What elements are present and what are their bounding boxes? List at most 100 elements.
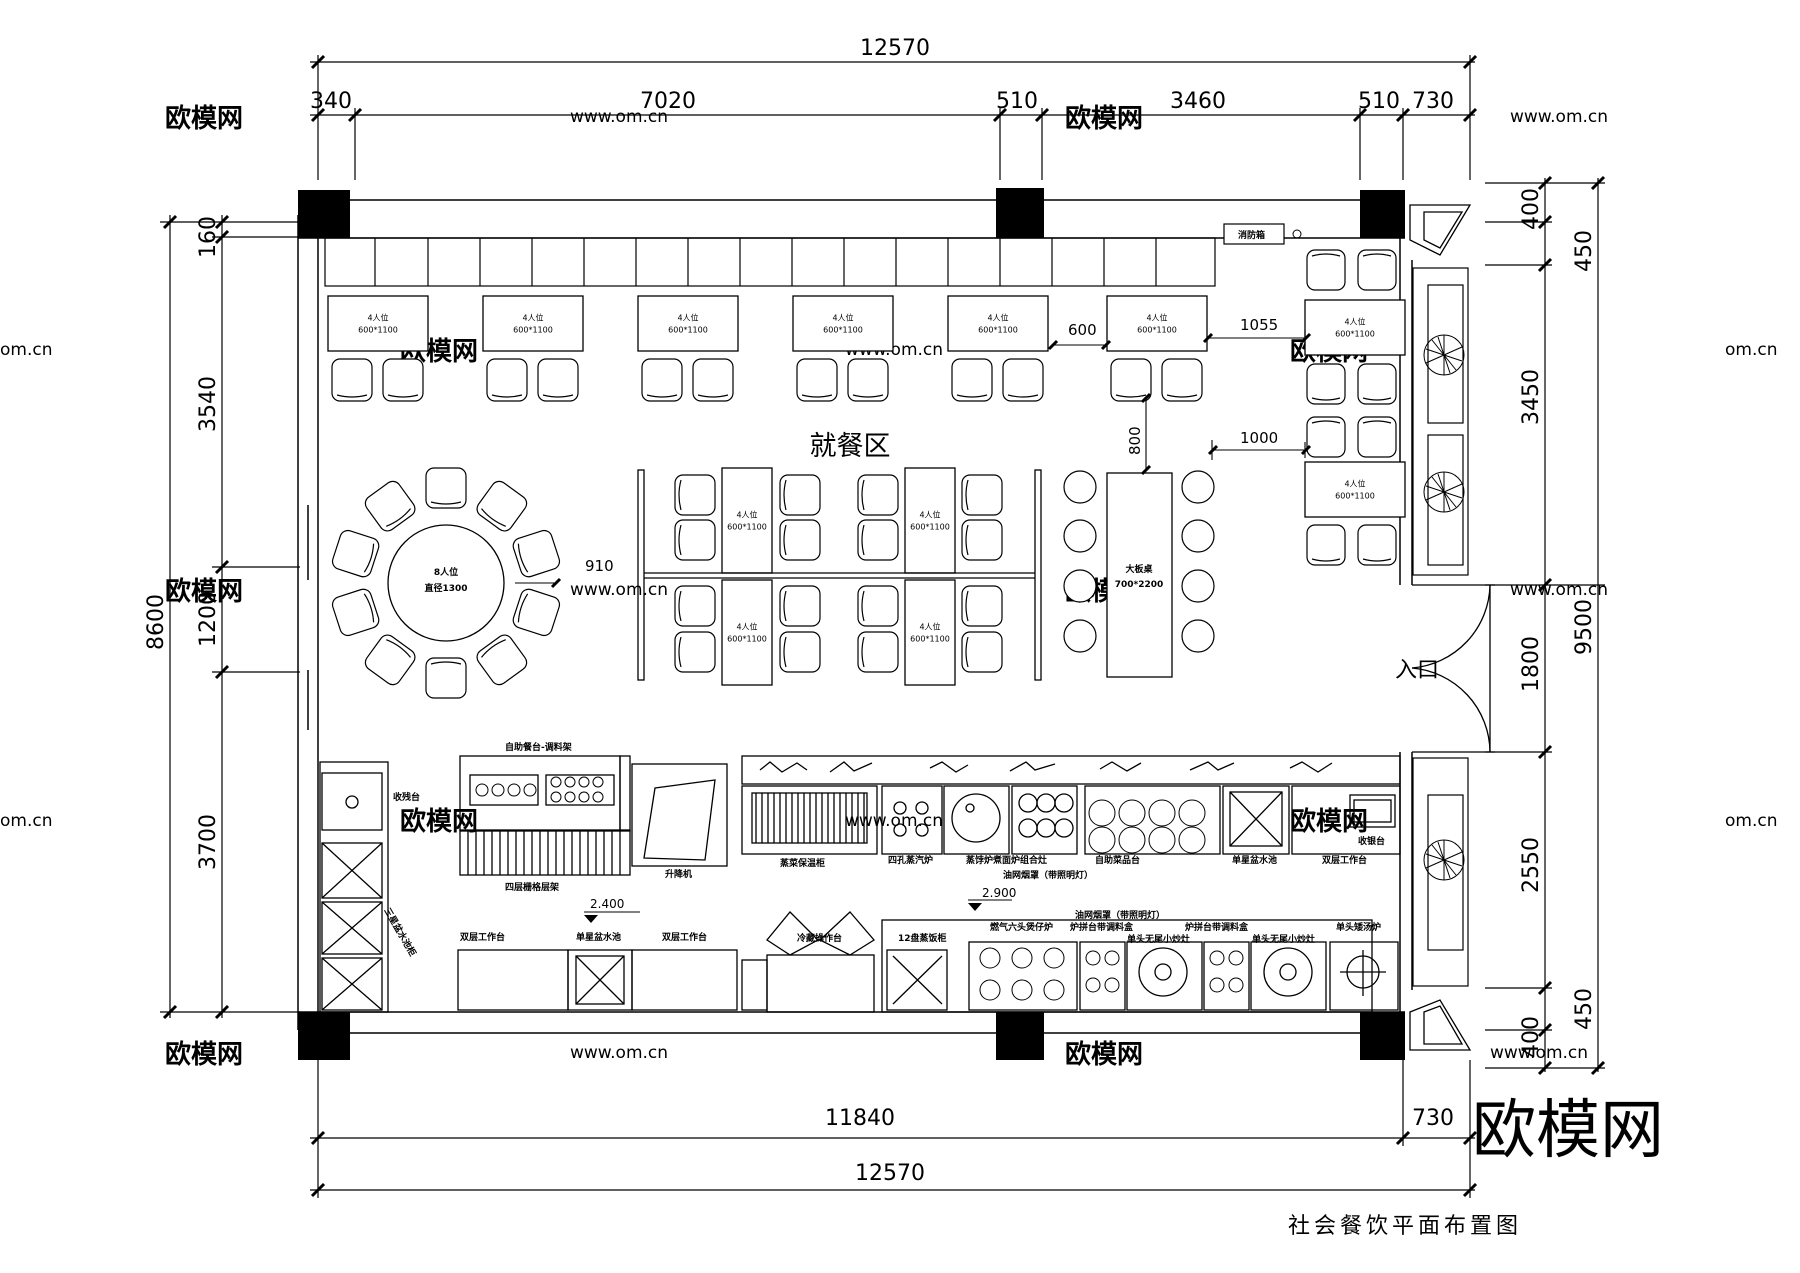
label-cleanup: 收残台 — [393, 791, 420, 803]
fire-box: 消防箱 — [1223, 223, 1302, 245]
dim-top-seg: 510 — [1358, 89, 1400, 114]
chairs — [331, 249, 1397, 699]
chair — [382, 358, 424, 402]
chair — [692, 358, 734, 402]
chair — [674, 585, 716, 627]
table-size: 600*1100 — [727, 523, 767, 532]
label-noodle-combo: 蒸饽炉煮面炉组合灶 — [966, 854, 1047, 866]
chair — [1357, 363, 1397, 405]
table-top — [721, 579, 773, 686]
round-table: 8人位 直径1300 — [387, 524, 505, 642]
facade-pieces — [1409, 204, 1472, 1051]
watermark-url: om.cn — [0, 340, 53, 360]
table-capacity: 4人位 — [1344, 479, 1365, 489]
brand-logo: 欧模网 — [1472, 1094, 1664, 1168]
chair — [779, 631, 821, 673]
inner-dim: 1000 — [1240, 429, 1278, 447]
table-top — [947, 295, 1049, 352]
burners — [979, 799, 1244, 1001]
long-table: 大板桌 700*2200 — [1106, 472, 1173, 678]
chair — [1110, 358, 1152, 402]
center-table-group — [637, 469, 1042, 681]
dim-left-seg: 1200 — [196, 591, 221, 647]
dining-zone-label: 就餐区 — [810, 431, 891, 462]
dim-top-seg: 510 — [996, 89, 1038, 114]
dimension-labels: 12570 340 7020 510 3460 510 730 11840 73… — [144, 36, 1597, 1186]
chair — [331, 588, 380, 637]
chair — [847, 358, 889, 402]
dim-right-seg: 3450 — [1519, 369, 1544, 425]
watermark-url: om.cn — [1725, 340, 1778, 360]
label-burner6: 燃气六头煲仔炉 — [990, 921, 1053, 933]
dim-left-seg: 160 — [196, 216, 221, 258]
dimension-lines — [160, 55, 1605, 1198]
stool — [1181, 519, 1215, 553]
label-lift: 升降机 — [665, 868, 692, 880]
chair — [961, 474, 1003, 516]
dim-left-seg: 3540 — [196, 376, 221, 432]
level-marker: 2.900 — [982, 886, 1016, 900]
dim-right-seg: 400 — [1519, 188, 1544, 230]
chair — [512, 588, 561, 637]
label-steam4: 四孔蒸汽炉 — [888, 854, 933, 866]
dim-right-seg: 2550 — [1519, 837, 1544, 893]
table-capacity: 4人位 — [832, 313, 853, 323]
table-size: 600*1100 — [668, 326, 708, 335]
table-size: 600*1100 — [978, 326, 1018, 335]
watermark-text: 欧模网 — [1065, 103, 1143, 134]
chair — [425, 657, 467, 699]
chair — [476, 480, 528, 532]
table-capacity: 4人位 — [1146, 313, 1167, 323]
dim-top-total: 12570 — [860, 36, 930, 61]
four-seat-tables: 4人位600*11004人位600*11004人位600*11004人位600*… — [327, 295, 1406, 686]
watermark-text: 欧模网 — [165, 103, 243, 134]
inner-dim: 910 — [585, 557, 614, 575]
label-rice-cabinet: 12盘蒸饭柜 — [898, 932, 947, 944]
table-size: 600*1100 — [823, 326, 863, 335]
long-table-size: 700*2200 — [1115, 580, 1164, 590]
drawing-title: 社会餐饮平面布置图 — [1288, 1214, 1522, 1239]
chair — [857, 631, 899, 673]
chair — [1161, 358, 1203, 402]
chair — [1002, 358, 1044, 402]
kitchen-outlines — [319, 755, 1401, 1013]
kitchen-labels: 自助餐台-调料架 四层栅格层架 收残台 升降机 蒸菜保温柜 四孔蒸汽炉 蒸饽炉煮… — [381, 741, 1385, 958]
table-top — [904, 579, 956, 686]
watermark-url: www.om.cn — [570, 107, 668, 127]
dim-right-total: 9500 — [1572, 599, 1597, 655]
label-two-layer: 双层工作台 — [460, 931, 505, 943]
chair — [796, 358, 838, 402]
dim-left-total: 8600 — [144, 594, 169, 650]
chair — [1357, 416, 1397, 458]
chair — [674, 474, 716, 516]
table-size: 600*1100 — [727, 635, 767, 644]
dim-left-seg: 3700 — [196, 814, 221, 870]
round-table-label: 8人位 — [434, 566, 458, 578]
chair — [1306, 524, 1346, 566]
stool — [1181, 569, 1215, 603]
chair — [951, 358, 993, 402]
table-size: 600*1100 — [910, 523, 950, 532]
watermark-url: www.om.cn — [570, 1043, 668, 1063]
watermark-text: 欧模网 — [1065, 1039, 1143, 1070]
watermark-url: www.om.cn — [1490, 1043, 1588, 1063]
table-top — [327, 295, 429, 352]
table-size: 600*1100 — [910, 635, 950, 644]
label-soup: 单头矮汤炉 — [1336, 921, 1381, 933]
buffet-rack-cups — [475, 776, 604, 803]
chair — [1306, 363, 1346, 405]
chair — [1357, 524, 1397, 566]
dim-top-seg: 730 — [1412, 89, 1454, 114]
watermark-text: 欧模网 — [165, 1039, 243, 1070]
dim-bottom-right: 730 — [1412, 1106, 1454, 1131]
table-top — [1106, 295, 1208, 352]
chair — [1357, 249, 1397, 291]
watermark-url: om.cn — [0, 811, 53, 831]
watermark-url: www.om.cn — [845, 811, 943, 831]
chair — [331, 529, 380, 578]
planters — [1412, 267, 1469, 987]
